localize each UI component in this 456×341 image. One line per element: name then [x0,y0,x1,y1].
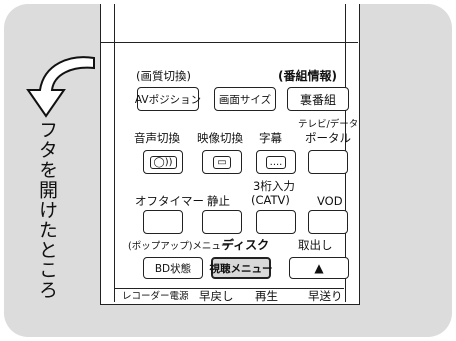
rewind-label: 早戻し [199,289,234,303]
bottom-button-row-divider [114,288,344,305]
eject-button[interactable]: ▲ [289,257,349,279]
audio-switch-label: 音声切換 [134,131,180,145]
side-caption: フタを開けたところ [36,120,58,300]
program-info-label: (番組情報) [278,69,337,83]
video-switch-label: 映像切換 [197,131,243,145]
catv-label: (CATV) [251,193,290,207]
off-timer-button[interactable] [143,210,183,234]
fast-forward-label: 早送り [308,289,343,303]
audio-icon: ◯)) [149,155,177,169]
eject-label: 取出し [298,238,333,252]
remote-lid-edge [100,42,358,61]
tv-data-label: テレビ/データ [298,119,359,130]
bd-status-button[interactable]: BD状態 [143,257,203,279]
video-icon: ▭ [213,155,231,169]
disc-label: ディスク [222,238,270,252]
viewing-menu-button[interactable]: 視聴メニュー [210,257,273,279]
pause-label: 静止 [207,194,230,208]
subtitles-button[interactable]: .... [256,150,296,174]
audio-switch-button[interactable]: ◯)) [143,150,183,174]
vod-button[interactable] [308,210,348,234]
portal-label: ポータル [305,131,351,145]
eject-icon: ▲ [314,261,324,275]
vod-label: VOD [317,194,343,208]
curved-arrow-icon [26,56,95,118]
picture-switch-label: (画質切換) [136,69,191,83]
screen-size-button[interactable]: 画面サイズ [214,87,276,111]
tv-data-portal-button[interactable] [308,150,348,174]
off-timer-label: オフタイマー [135,194,204,208]
recorder-power-label: レコーダー電源 [122,291,189,302]
subtitles-label: 字幕 [259,131,282,145]
subtitle-icon: .... [265,155,287,169]
back-program-button[interactable]: 裏番組 [287,87,349,111]
three-digit-label: 3桁入力 [253,179,295,193]
play-label: 再生 [255,289,278,303]
av-position-button[interactable]: AVポジション [135,87,201,111]
three-digit-button[interactable] [256,210,296,234]
popup-menu-label: (ポップアップ)メニュー [128,241,231,252]
video-switch-button[interactable]: ▭ [202,150,242,174]
pause-button[interactable] [202,210,242,234]
